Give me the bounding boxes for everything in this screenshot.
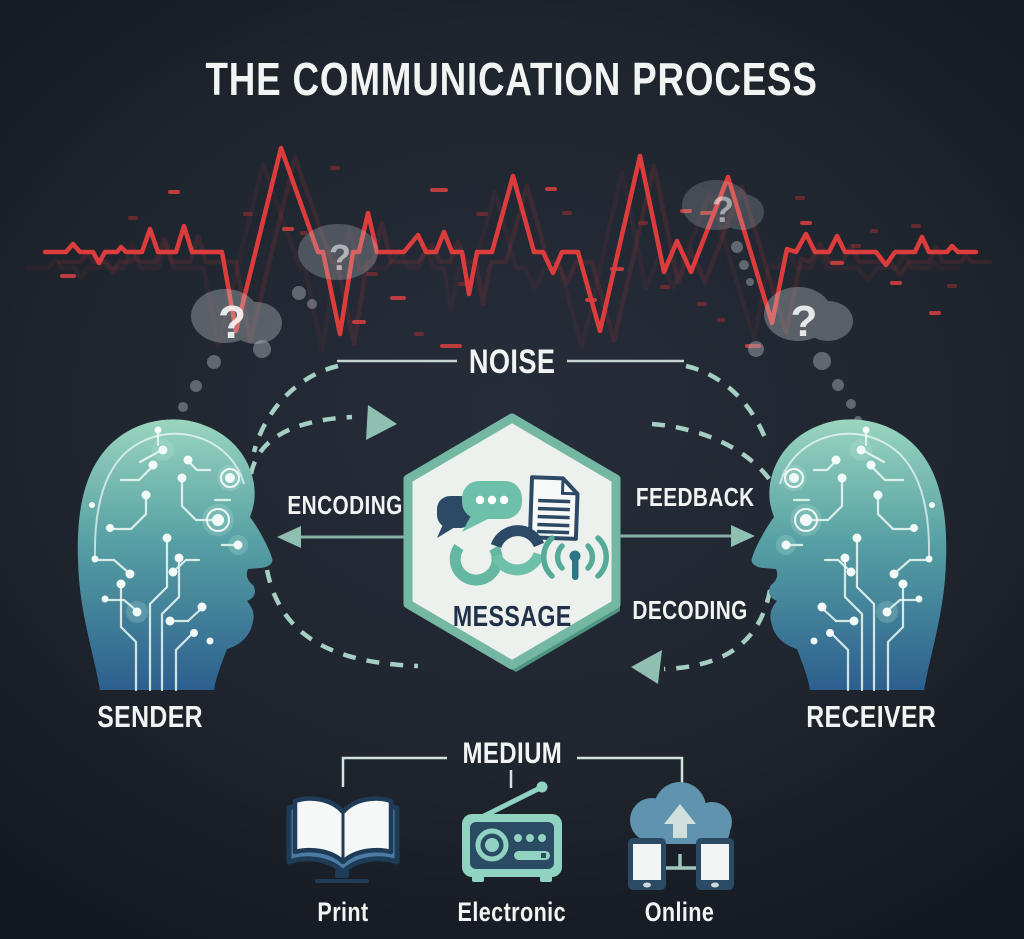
- feedback-label: FEEDBACK: [635, 482, 755, 512]
- open-book-icon: [286, 796, 400, 883]
- mobile-device: [696, 838, 734, 890]
- sync-arrows-icon: [449, 525, 545, 586]
- sender-head: [77, 419, 273, 692]
- thought-bubble: [682, 180, 764, 230]
- receiver-label: RECEIVER: [805, 699, 936, 734]
- cycle-arrowhead: [631, 650, 662, 684]
- circuit-nodes: [89, 426, 248, 645]
- medium-electronic-label: Electronic: [457, 897, 567, 927]
- receiver-head: [750, 418, 948, 692]
- medium-bracket: [341, 756, 684, 788]
- sender-label: SENDER: [97, 699, 203, 734]
- medium-label: MEDIUM: [462, 737, 562, 770]
- encoding-label: ENCODING: [287, 490, 403, 520]
- thought-bubble: [191, 289, 282, 344]
- cycle-arrowhead: [366, 405, 397, 440]
- question-mark: ?: [329, 237, 351, 278]
- broadcast-icon: [541, 535, 609, 580]
- mobile-device: [628, 838, 666, 890]
- noise-label: NOISE: [468, 343, 556, 381]
- chat-bubble-icon: [462, 481, 522, 532]
- decoding-label: DECODING: [632, 595, 748, 625]
- confusion-thought-bubbles: ? ? ? ?: [172, 180, 862, 428]
- communication-cycle-arcs: [248, 363, 773, 684]
- message-label: MESSAGE: [452, 601, 572, 633]
- noise-static-dashes: [60, 166, 957, 348]
- medium-online-label: Online: [645, 897, 715, 927]
- page-title: THE COMMUNICATION PROCESS: [205, 53, 819, 105]
- feedback-arrow: [620, 525, 755, 547]
- document-icon: [527, 475, 580, 541]
- question-mark: ?: [218, 296, 246, 348]
- cloud-upload: [630, 782, 732, 844]
- cloud-devices-icon: [628, 782, 734, 890]
- medium-print-label: Print: [317, 897, 369, 927]
- encoding-arrow: [277, 526, 416, 548]
- question-mark: ?: [791, 297, 818, 346]
- radio-icon: [462, 781, 562, 882]
- thought-bubble: [298, 224, 378, 280]
- question-mark: ?: [712, 189, 734, 230]
- message-hexagon: [403, 413, 621, 672]
- thought-bubble: [764, 287, 853, 341]
